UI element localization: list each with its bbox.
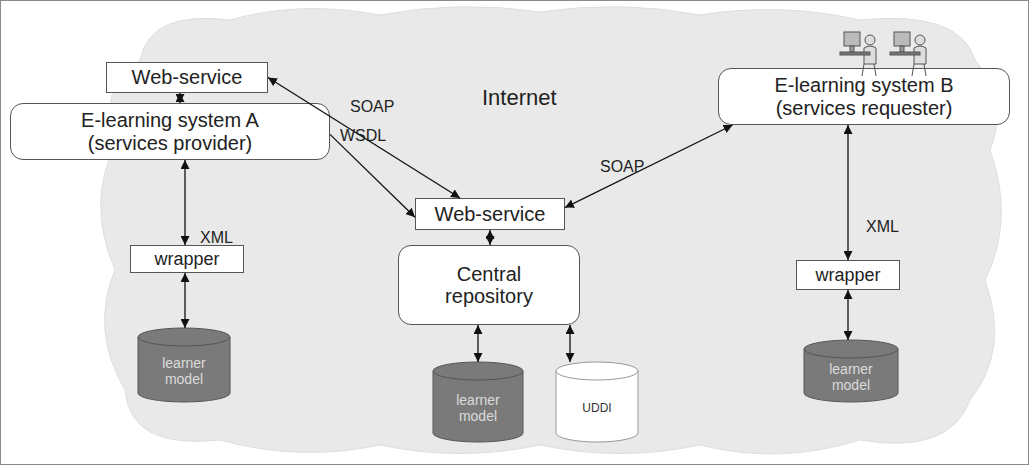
person-legs xyxy=(862,64,876,76)
person-head xyxy=(865,35,875,45)
node-content: learner model xyxy=(803,340,899,402)
connector-label: XML xyxy=(200,229,233,247)
service-box: Web-service xyxy=(415,198,565,230)
connector-arrow xyxy=(565,125,733,208)
monitor-symbol xyxy=(894,32,910,46)
repository-box: Central repository xyxy=(398,245,580,325)
monitor-stand xyxy=(900,46,904,52)
node-text: Central repository xyxy=(429,263,549,308)
connector-label: SOAP xyxy=(350,98,394,116)
node-content: learner model xyxy=(137,328,231,402)
node-content: E-learning system B (services requester) xyxy=(719,69,1009,124)
wrapper-box: wrapper xyxy=(796,260,900,290)
cylinder-body xyxy=(433,362,523,442)
connector-arrow xyxy=(477,325,478,362)
connector-arrow xyxy=(268,78,460,199)
cylinder-body xyxy=(804,340,898,402)
person-body xyxy=(864,46,876,64)
node-content: UDDI xyxy=(555,362,639,442)
connector-arrow xyxy=(184,273,185,328)
cylinder-rim xyxy=(433,371,523,380)
connector-arrow xyxy=(569,325,570,362)
user-icon xyxy=(840,32,876,76)
node-content: wrapper xyxy=(797,261,899,289)
node-text: wrapper xyxy=(815,265,880,285)
cylinder-rim xyxy=(804,349,898,358)
node-text: wrapper xyxy=(154,249,219,269)
node-text: UDDI xyxy=(582,402,611,415)
desk-symbol xyxy=(890,52,920,55)
system-box: E-learning system B (services requester) xyxy=(718,68,1010,125)
monitor-stand xyxy=(850,46,854,52)
node-content: Internet xyxy=(482,86,557,111)
node-text: Internet xyxy=(482,86,557,111)
database-cylinder: learner model xyxy=(432,362,524,442)
node-text: E-learning system A (services provider) xyxy=(55,109,285,154)
node-content: Web-service xyxy=(416,199,564,229)
node-content: wrapper xyxy=(131,246,243,272)
node-text: learner model xyxy=(154,356,214,387)
node-text: E-learning system B (services requester) xyxy=(749,74,979,119)
wrapper-box: wrapper xyxy=(130,245,244,273)
person-head xyxy=(915,35,925,45)
node-content: E-learning system A (services provider) xyxy=(11,104,329,159)
service-box: Web-service xyxy=(106,62,268,93)
node-content: Central repository xyxy=(399,246,579,324)
node-text: learner model xyxy=(821,362,881,393)
user-icon xyxy=(890,32,926,76)
database-cylinder: UDDI xyxy=(555,362,639,442)
person-legs xyxy=(912,64,926,76)
person-body xyxy=(914,46,926,64)
node-text: Web-service xyxy=(132,66,243,88)
desk-symbol xyxy=(840,52,870,55)
database-cylinder: learner model xyxy=(803,340,899,402)
database-cylinder: learner model xyxy=(137,328,231,402)
node-text: Web-service xyxy=(435,203,546,225)
connector-arrow xyxy=(847,290,848,340)
node-text: learner model xyxy=(448,393,508,424)
node-content: learner model xyxy=(432,362,524,442)
cylinder-rim xyxy=(556,371,638,380)
cylinder-rim xyxy=(138,337,230,346)
connector-arrow xyxy=(330,134,415,217)
connector-label: SOAP xyxy=(600,158,644,176)
connector-label: XML xyxy=(866,218,899,236)
connector-arrow xyxy=(184,160,185,245)
connector-arrow xyxy=(489,230,490,245)
system-box: E-learning system A (services provider) xyxy=(10,103,330,160)
cylinder-body xyxy=(556,362,638,442)
connector-label: WSDL xyxy=(340,127,386,145)
cylinder-body xyxy=(138,328,230,402)
connector-arrow xyxy=(179,93,180,103)
node-content: Web-service xyxy=(107,63,267,92)
monitor-symbol xyxy=(844,32,860,46)
connector-arrow xyxy=(847,125,848,260)
